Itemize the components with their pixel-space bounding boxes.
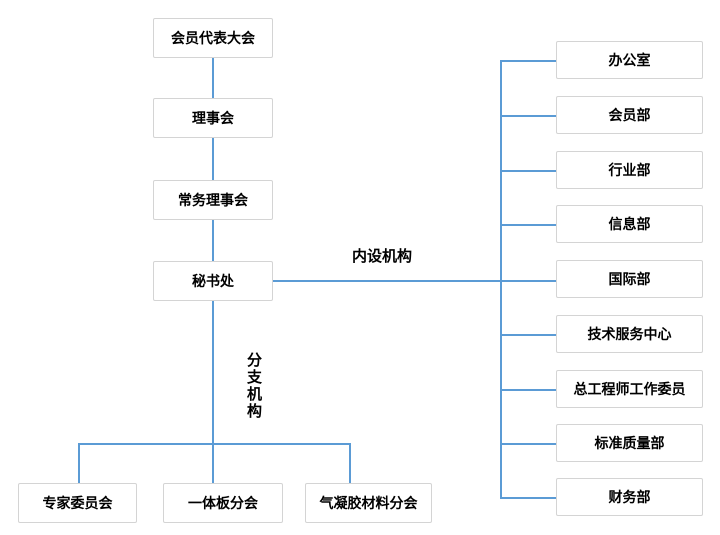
node-member-congress: 会员代表大会 — [153, 18, 273, 58]
connector-branch-chief-engineer — [500, 389, 556, 391]
branch-orgs-label: 分支机构 — [245, 352, 262, 420]
node-integrated-board-branch: 一体板分会 — [163, 483, 283, 523]
connector-branch-finance — [500, 497, 556, 499]
node-information-dept: 信息部 — [556, 205, 703, 243]
node-expert-committee: 专家委员会 — [18, 483, 137, 523]
connector-drop-aerogel — [349, 443, 351, 483]
node-industry-dept: 行业部 — [556, 151, 703, 189]
connector-congress-council — [212, 58, 214, 98]
connector-branch-standards — [500, 443, 556, 445]
connector-secretariat-branches — [212, 301, 214, 443]
connector-drop-expert — [78, 443, 80, 483]
node-chief-engineer-committee: 总工程师工作委员 — [556, 370, 703, 408]
node-membership-dept: 会员部 — [556, 96, 703, 134]
connector-branch-industry — [500, 170, 556, 172]
connector-branch-tech-service — [500, 334, 556, 336]
node-office: 办公室 — [556, 41, 703, 79]
connector-branch-office — [500, 60, 556, 62]
internal-orgs-label: 内设机构 — [352, 248, 413, 265]
node-standards-quality-dept: 标准质量部 — [556, 424, 703, 462]
connector-standing-secretariat — [212, 220, 214, 261]
node-international-dept: 国际部 — [556, 260, 703, 298]
connector-council-standing — [212, 138, 214, 180]
connector-branch-distribution — [78, 443, 351, 445]
node-tech-service-center: 技术服务中心 — [556, 315, 703, 353]
connector-drop-integrated-board — [212, 443, 214, 483]
connector-internal-trunk — [500, 60, 502, 498]
connector-branch-information — [500, 224, 556, 226]
node-secretariat: 秘书处 — [153, 261, 273, 301]
connector-secretariat-internal — [273, 280, 556, 282]
connector-branch-membership — [500, 115, 556, 117]
node-standing-council: 常务理事会 — [153, 180, 273, 220]
node-aerogel-materials-branch: 气凝胶材料分会 — [305, 483, 432, 523]
node-finance-dept: 财务部 — [556, 478, 703, 516]
node-council: 理事会 — [153, 98, 273, 138]
